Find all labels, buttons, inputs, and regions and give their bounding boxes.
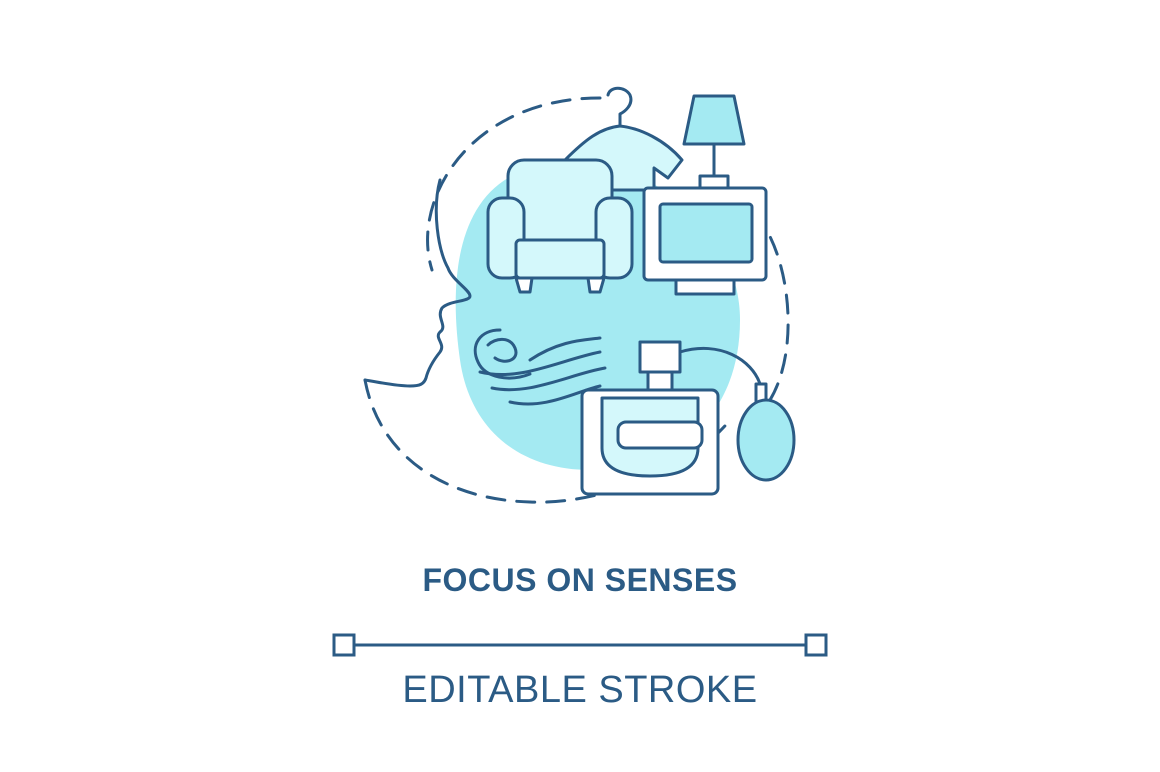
dashed-arc bbox=[363, 96, 790, 504]
editable-stroke-line bbox=[332, 633, 828, 657]
atomizer-bulb-icon bbox=[736, 382, 796, 482]
perfume-bottle-icon bbox=[580, 340, 762, 496]
lamp-icon bbox=[682, 94, 746, 190]
caption-subtitle: EDITABLE STROKE bbox=[402, 669, 758, 711]
caption-title: FOCUS ON SENSES bbox=[422, 562, 738, 598]
scent-wave-icon bbox=[473, 328, 607, 406]
face-profile-icon bbox=[363, 178, 472, 388]
tv-icon bbox=[642, 186, 768, 296]
armchair-icon bbox=[486, 158, 634, 294]
